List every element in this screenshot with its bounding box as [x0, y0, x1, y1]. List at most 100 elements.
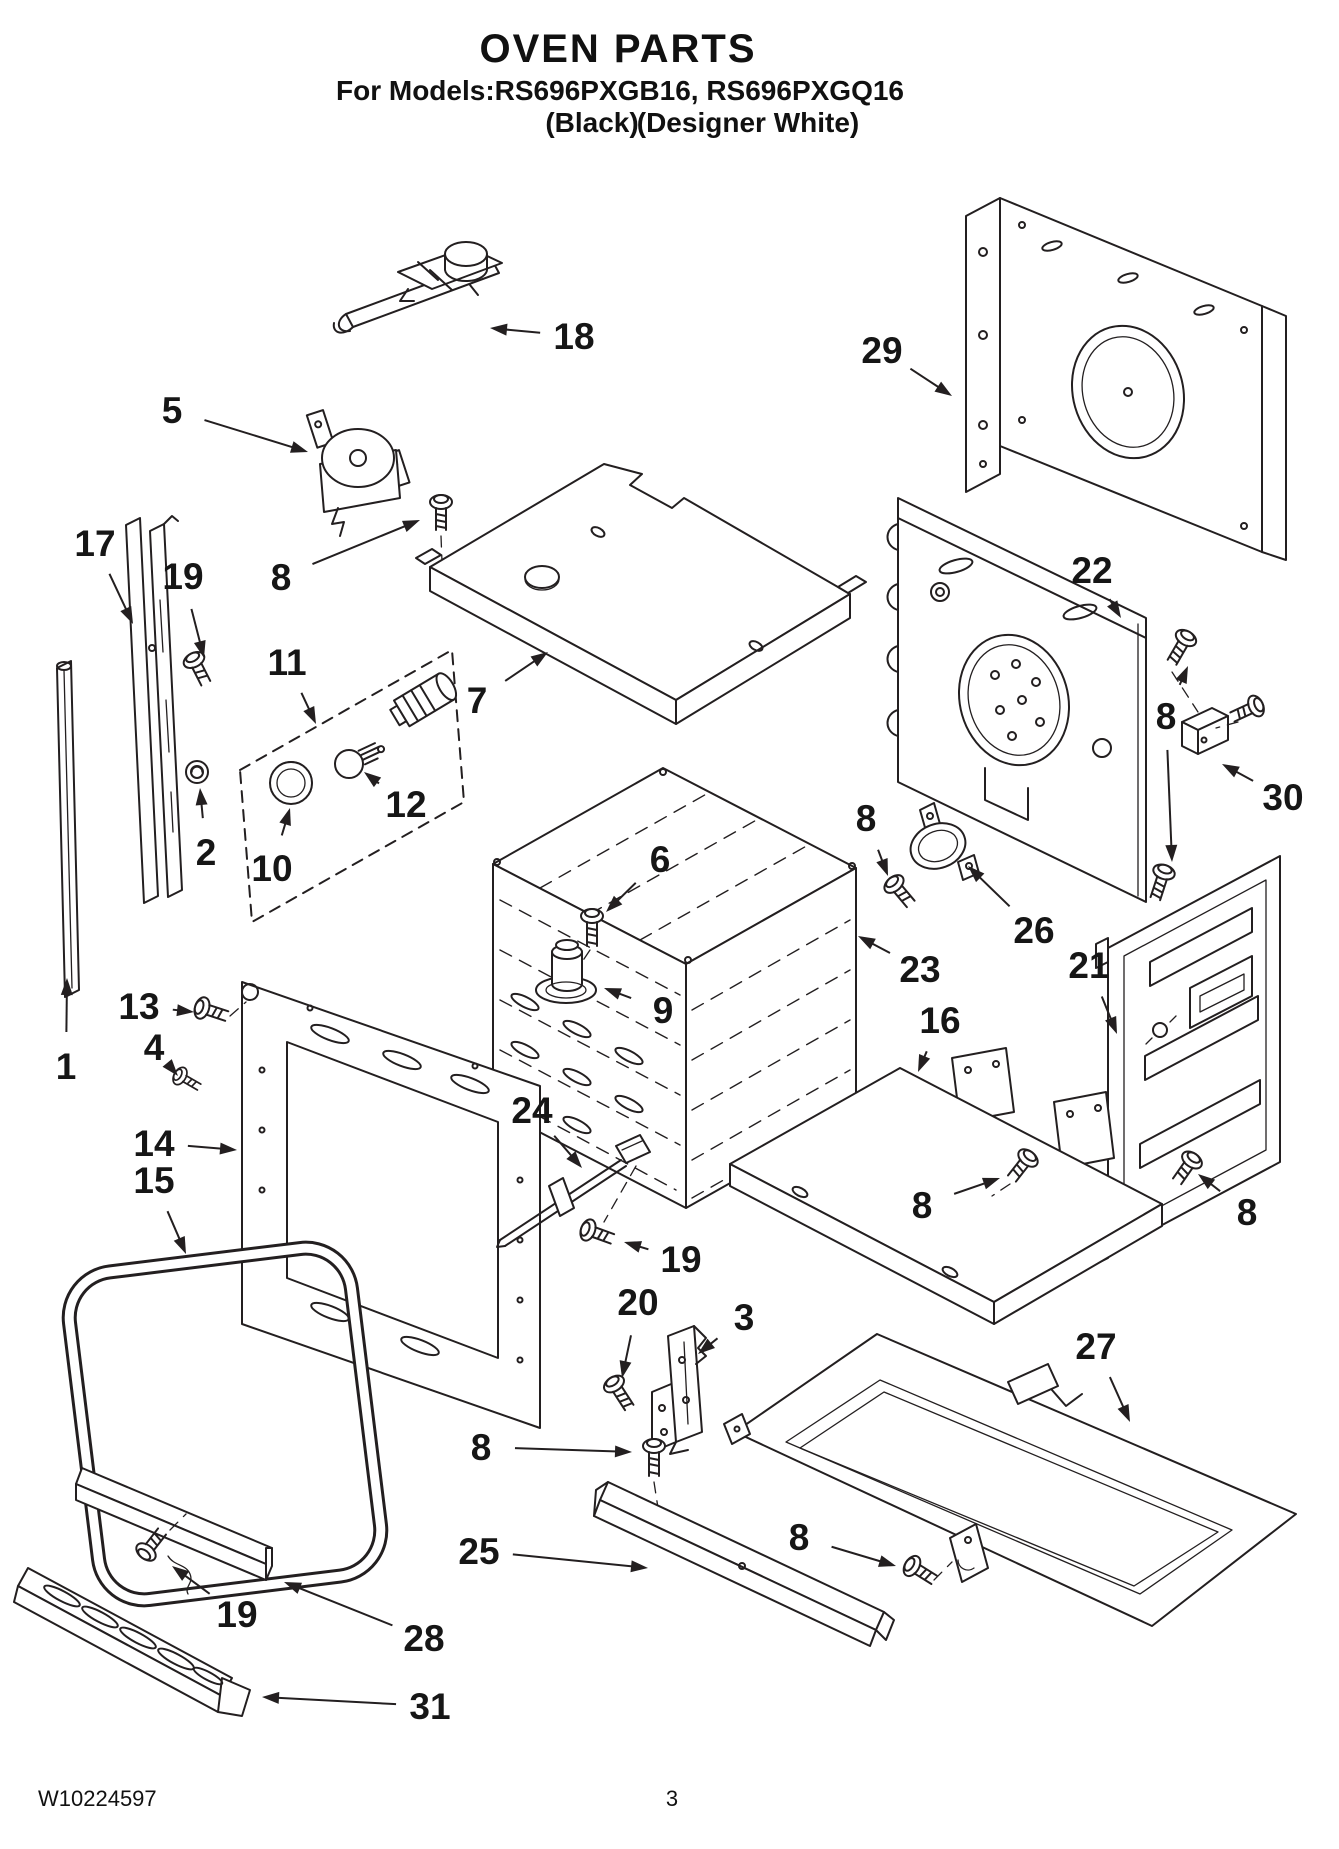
callout-arrowhead-7: [530, 652, 548, 667]
callout-arrowhead-11: [303, 706, 316, 724]
callout-arrowhead-5: [289, 441, 308, 453]
screw-8-mid-right: [1149, 863, 1176, 902]
callout-arrowhead-19: [193, 640, 206, 658]
callout-30-37: 30: [1262, 777, 1303, 818]
finish-label-white: (Designer White): [637, 107, 859, 138]
callout-8-10: 8: [912, 1185, 933, 1226]
screw-30: [1229, 694, 1265, 723]
screw-8-top: [429, 494, 453, 563]
callout-arrowhead-2: [195, 788, 208, 806]
callout-arrowhead-8: [1175, 666, 1188, 684]
models-line: For Models:RS696PXGB16, RS696PXGQ16: [336, 75, 904, 106]
part-3-bracket: [651, 1325, 707, 1455]
part-12-bulb: [334, 742, 386, 779]
callout-arrowhead-4: [162, 1059, 178, 1076]
part-11-light-assembly-box: [239, 649, 465, 923]
callout-arrowhead-19: [172, 1566, 190, 1581]
callout-8-13: 8: [789, 1517, 810, 1558]
callout-1-0: 1: [56, 1046, 77, 1087]
callout-arrowhead-14: [219, 1142, 237, 1155]
callout-arrowhead-13: [176, 1004, 194, 1017]
part-14-front-frame: [241, 981, 541, 1429]
callout-8-7: 8: [271, 557, 292, 598]
callout-arrowhead-19: [624, 1241, 643, 1253]
callout-arrowhead-31: [262, 1691, 280, 1704]
part-9-vent-grommet: [535, 939, 597, 1004]
callout-leader-17: [108, 573, 130, 616]
callout-arrowhead-8: [876, 857, 888, 876]
callout-26-33: 26: [1013, 910, 1054, 951]
callout-leader-26: [974, 872, 1011, 908]
callout-arrowhead-16: [918, 1054, 931, 1072]
finish-label-black: (Black): [545, 107, 638, 138]
screw-19-upper: [182, 651, 212, 687]
document-number: W10224597: [38, 1786, 157, 1811]
callout-3-2: 3: [734, 1297, 755, 1338]
screw-13: [193, 996, 247, 1022]
callout-arrowhead-28: [284, 1582, 303, 1594]
callout-leader-5: [204, 419, 299, 451]
callout-arrowhead-8: [981, 1177, 1000, 1190]
callout-8-8: 8: [1156, 696, 1177, 737]
callout-8-11: 8: [1237, 1192, 1258, 1233]
callout-arrowhead-8: [614, 1445, 632, 1458]
part-28-seal-retainer: [75, 1467, 273, 1595]
callout-leader-31: [271, 1696, 397, 1706]
callout-leader-8: [312, 522, 412, 566]
callout-25-32: 25: [458, 1531, 499, 1572]
callout-arrowhead-8: [401, 520, 420, 533]
part-15-door-seal: [61, 1240, 389, 1608]
screw-19-middle: [579, 1218, 616, 1245]
callout-19-26: 19: [216, 1594, 257, 1635]
callout-12-17: 12: [385, 784, 426, 825]
callout-leader-8: [831, 1545, 887, 1565]
callout-arrowhead-1: [60, 978, 73, 996]
screw-8-near-26: [883, 874, 916, 909]
callout-24-31: 24: [511, 1090, 553, 1131]
part-16-shelf-panel: [729, 1047, 1163, 1325]
callout-arrowhead-9: [604, 988, 623, 1000]
screw-8-top-right: [1166, 628, 1198, 666]
callout-19-25: 19: [660, 1239, 701, 1280]
part-22-back-panel: [886, 497, 1147, 903]
screw-8-shelf: [1007, 1148, 1039, 1183]
callout-leader-1: [65, 987, 68, 1033]
screw-19-lower: [135, 1513, 187, 1562]
part-27-bottom-pan: [723, 1333, 1297, 1627]
callout-arrowhead-21: [1105, 1015, 1117, 1034]
part-5-thermostat: [305, 409, 411, 537]
callout-arrowhead-23: [858, 936, 876, 950]
callout-arrowhead-8: [877, 1555, 896, 1567]
part-30-switch-bracket: [1149, 628, 1265, 902]
screw-20: [603, 1374, 635, 1412]
callout-28-35: 28: [403, 1618, 444, 1659]
callout-29-36: 29: [861, 330, 902, 371]
callout-27-34: 27: [1075, 1326, 1116, 1367]
callout-23-30: 23: [899, 949, 940, 990]
callout-2-1: 2: [196, 832, 217, 873]
callout-arrowhead-25: [630, 1560, 648, 1573]
callout-arrowhead-10: [279, 808, 291, 827]
callout-arrowhead-20: [619, 1360, 632, 1378]
callout-leader-8: [1166, 749, 1173, 853]
page-number: 3: [666, 1786, 678, 1811]
part-23-oven-cavity: [492, 767, 857, 1209]
callout-arrowhead-27: [1117, 1404, 1130, 1422]
callout-10-15: 10: [251, 848, 292, 889]
callout-31-38: 31: [409, 1686, 450, 1727]
part-26-disc-thermostat: [909, 802, 980, 881]
callout-5-4: 5: [162, 390, 183, 431]
callout-arrowhead-3: [698, 1338, 716, 1354]
part-24-sensor-probe: [496, 1134, 651, 1248]
callout-13-18: 13: [118, 986, 159, 1027]
callout-arrowhead-24: [566, 1151, 582, 1168]
callout-8-9: 8: [856, 798, 877, 839]
part-7-top-panel: [415, 463, 867, 725]
callout-arrowhead-22: [1107, 600, 1121, 618]
callout-9-14: 9: [653, 990, 674, 1031]
part-18-latch-assembly: [332, 241, 503, 334]
callout-leader-25: [512, 1553, 639, 1568]
callout-arrowhead-18: [490, 323, 508, 336]
part-25-lower-rail: [593, 1481, 895, 1647]
light-socket: [389, 672, 458, 728]
